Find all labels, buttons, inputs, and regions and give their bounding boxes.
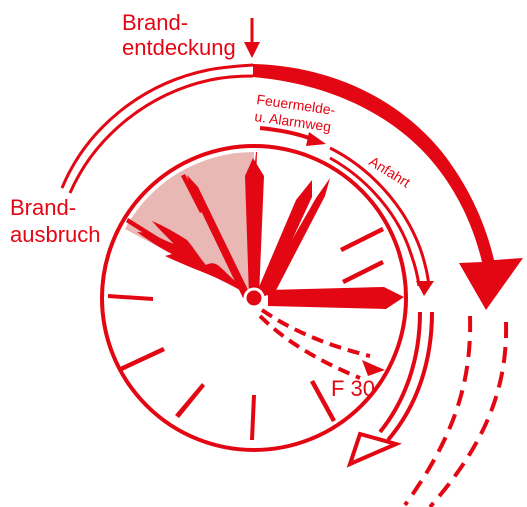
label-anfahrt: Anfahrt — [366, 153, 413, 191]
hand-right — [268, 287, 404, 309]
tick-8 — [310, 380, 336, 422]
label-brandausbruch-2: ausbruch — [10, 222, 101, 247]
hand-up — [245, 158, 264, 296]
tick-7 — [250, 395, 256, 440]
label-f30: F 30 — [331, 376, 375, 401]
f30-arrowhead — [362, 360, 385, 376]
detection-marker-arrowhead — [244, 42, 260, 58]
flame-icon — [137, 221, 252, 297]
extinguish-arrowhead — [346, 431, 402, 468]
f30-dashed-arrow — [258, 308, 371, 380]
detection-arc-outline — [60, 63, 254, 189]
tick-6 — [175, 383, 205, 418]
label-brandentdeckung-1: Brand- — [122, 10, 188, 35]
label-brandausbruch-1: Brand- — [10, 195, 76, 220]
detection-arc-outline-inner — [68, 74, 254, 194]
hand-upright-2 — [262, 178, 330, 298]
anfahrt-line-outer — [329, 146, 431, 287]
hand-upleft — [187, 175, 250, 298]
dashed-continuation — [403, 315, 509, 507]
clock-center — [243, 287, 265, 309]
anfahrt-arrowhead — [416, 281, 434, 296]
extinguish-arrow-outline — [378, 311, 434, 442]
hand-upright-1 — [256, 180, 312, 296]
tick-4 — [108, 294, 153, 301]
tick-5 — [120, 347, 165, 371]
spread-arrow — [253, 64, 523, 310]
anfahrt-line-inner — [329, 156, 421, 287]
clock-hands — [187, 158, 404, 309]
alarm-path-arrowhead — [306, 132, 326, 146]
fire-phase-sector — [125, 151, 254, 298]
tick-10 — [340, 227, 384, 252]
tick-9 — [342, 260, 384, 284]
clock-ticks — [108, 152, 384, 440]
clock-face — [100, 144, 408, 452]
label-brandentdeckung-2: entdeckung — [122, 35, 236, 60]
